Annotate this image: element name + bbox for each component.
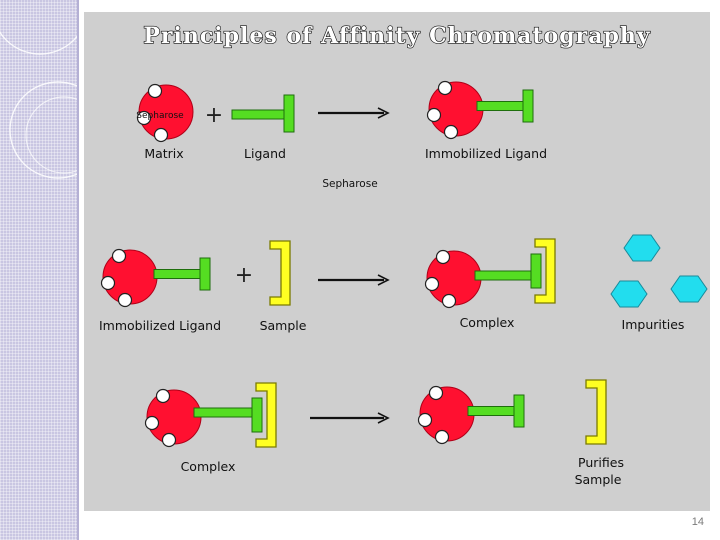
sidebar-edge-line [77,0,79,540]
free-ligand [231,94,295,133]
sidebar-circles-decoration [0,31,79,179]
reaction-arrow [318,274,390,286]
immobilized-ligand-reactant-label: Immobilized Ligand [99,318,221,333]
regenerated-immobilized-ligand [417,385,525,445]
impurity-molecules [610,234,708,308]
sample-label: Sample [260,318,307,333]
decorative-sidebar [0,0,79,540]
immobilized-ligand-label: Immobilized Ligand [425,146,547,161]
ligand-label: Ligand [244,146,286,161]
slide-title: Principles of Affinity Chromatography [143,23,650,49]
affinity-chromatography-diagram: Principles of Affinity Chromatography Se… [99,22,708,487]
reaction-arrow [318,107,390,119]
bead-sepharose-text: Sepharose [136,111,184,121]
plus-sign: + [235,263,253,288]
complex-product [424,238,556,309]
sepharose-sublabel: Sepharose [322,178,377,190]
reaction-arrow [310,412,390,424]
purified-sample [585,379,607,445]
complex-reactant [144,382,277,448]
plus-sign: + [205,103,223,128]
matrix-label: Matrix [144,146,183,161]
purified-label-line1: Purifies [578,455,624,470]
immobilized-ligand-product [426,80,534,140]
complex-label: Complex [460,315,515,330]
immobilized-ligand-reactant [100,248,211,308]
complex-reactant-label: Complex [181,459,236,474]
sample-molecule [269,240,291,306]
page-number: 14 [691,516,704,528]
diagram-panel: Principles of Affinity Chromatography Se… [84,12,710,511]
impurities-label: Impurities [622,317,685,332]
purified-label-line2: Sample [575,472,622,487]
